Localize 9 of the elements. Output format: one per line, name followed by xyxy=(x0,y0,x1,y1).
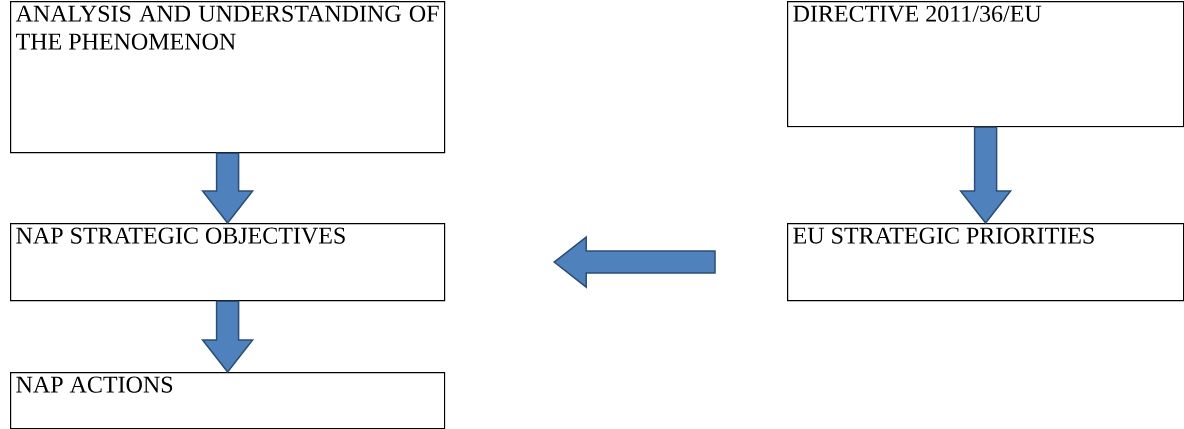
block-arrow xyxy=(201,152,255,225)
text-box: ANALYSIS AND UNDERSTANDING OF THE PHENOMENON xyxy=(10,1,446,154)
text-box: EU STRATEGIC PRIORITIES xyxy=(787,223,1184,302)
block-arrow xyxy=(201,300,255,374)
text-box: DIRECTIVE 2011/36/EU xyxy=(787,1,1184,128)
block-arrow xyxy=(553,235,716,289)
text-box: NAP STRATEGIC OBJECTIVES xyxy=(10,223,446,302)
text-box: NAP ACTIONS xyxy=(10,372,446,429)
block-arrow xyxy=(959,126,1013,225)
